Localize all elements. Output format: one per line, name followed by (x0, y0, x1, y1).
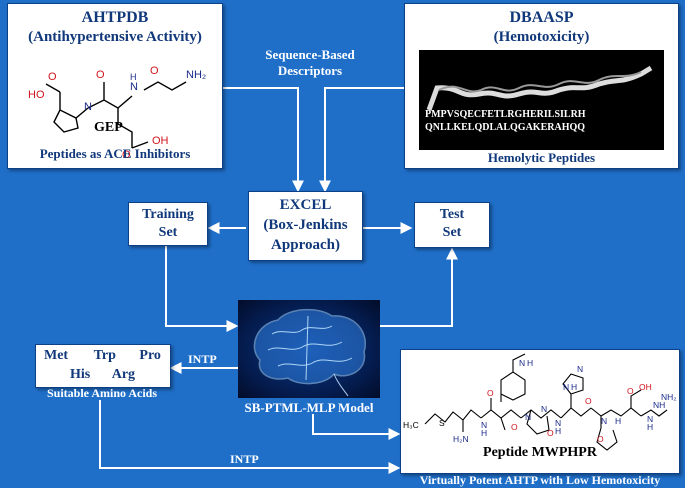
descriptors-line1: Sequence-Based (265, 47, 355, 62)
sequence-line2: QNLLKELQDLALQGAKERAHQQ (425, 122, 586, 133)
arrow-model-peptide (312, 414, 401, 440)
mwphpr-atom-n1: N (481, 420, 487, 430)
mwphpr-structure: S H₃C H₂N O N H N H O N O N H O N O N H … (403, 353, 677, 451)
mwphpr-atom-h3c: H₃C (403, 420, 419, 430)
amino-pro: Pro (139, 348, 161, 363)
amino-arg: Arg (111, 367, 136, 382)
test-set-box: Test Set (414, 202, 490, 248)
peptide-panel: S H₃C H₂N O N H N H O N O N H O N O N H … (400, 349, 680, 474)
mwphpr-atom-n8: N (563, 382, 569, 392)
amino-trp: Trp (93, 348, 116, 363)
ahtpdb-caption: Peptides as ACE Inhibitors (39, 146, 191, 161)
arrow-amino-peptide (99, 400, 401, 474)
mwphpr-atom-nh: NH (653, 400, 665, 410)
mwphpr-atom-oh: OH (639, 382, 652, 392)
descriptors-label: Sequence-Based Descriptors (250, 47, 370, 79)
gep-atom-o3: O (96, 69, 105, 81)
excel-line3: Approach) (271, 237, 340, 253)
gep-atom-o1: O (48, 71, 57, 83)
arrow-training-brain (165, 246, 239, 332)
mwphpr-atom-h1: H (481, 428, 487, 438)
arrow-dbaasp-excel (319, 87, 404, 193)
peptide-name: Peptide MWPHPR (483, 445, 597, 460)
dbaasp-caption: Hemolytic Peptides (487, 150, 596, 165)
gep-label: GEP (94, 120, 123, 135)
intp-label-bottom: INTP (230, 452, 259, 466)
gep-atom-n2: N (130, 81, 138, 93)
mwphpr-atom-n4: N (555, 418, 561, 428)
model-caption: SB-PTML-MLP Model (244, 400, 374, 415)
gep-atom-ho: HO (28, 89, 45, 101)
mwphpr-atom-nh2: NH₂ (661, 392, 677, 402)
amino-acids-box: Met Trp Pro His Arg (35, 344, 171, 388)
training-line2: Set (158, 225, 178, 240)
mwphpr-atom-n6: N (601, 416, 607, 426)
gep-atom-n: N (84, 101, 92, 113)
mwphpr-atom-o6: O (627, 386, 634, 396)
mwphpr-atom-o2: O (511, 422, 518, 432)
intp-label-top: INTP (188, 352, 217, 366)
ahtpdb-panel: AHTPDB (Antihypertensive Activity) O HO … (7, 3, 223, 169)
mwphpr-atom-o3: O (547, 428, 554, 438)
ahtpdb-title: AHTPDB (81, 9, 149, 26)
mwphpr-atom-s: S (439, 418, 445, 428)
amino-caption: Suitable Amino Acids (46, 386, 158, 400)
mwphpr-atom-h7: H (647, 422, 653, 432)
mwphpr-atom-n5: N (577, 364, 583, 374)
dbaasp-panel: DBAASP (Hemotoxicity) PMPVSQECFETLRGHERI… (404, 3, 679, 169)
mwphpr-atom-h6: H (615, 416, 621, 426)
ahtpdb-subtitle: (Antihypertensive Activity) (28, 29, 202, 45)
gep-atom-oh: OH (152, 135, 169, 147)
gep-atom-o7: O (150, 65, 159, 77)
mwphpr-atom-n2: N (519, 358, 525, 368)
test-line2: Set (442, 225, 462, 240)
helix-image: PMPVSQECFETLRGHERILSILRH QNLLKELQDLALQGA… (419, 50, 664, 150)
amino-his: His (70, 367, 91, 382)
brain-icon (253, 308, 366, 397)
mwphpr-atom-h2n: H₂N (453, 434, 469, 444)
training-set-box: Training Set (128, 202, 208, 246)
mwphpr-atom-n3: N (525, 412, 531, 422)
test-line1: Test (439, 207, 465, 222)
gep-atom-o9: O (122, 149, 131, 161)
mwphpr-atom-o1: O (487, 388, 494, 398)
gep-atom-nh2: NH₂ (186, 69, 206, 81)
arrow-brain-test (380, 247, 458, 327)
gep-structure: O HO O O O OH N N H NH₂ (28, 65, 206, 161)
excel-box: EXCEL (Box-Jenkins Approach) (248, 191, 363, 261)
mwphpr-atom-n7: N (647, 414, 653, 424)
brain-image (238, 300, 380, 398)
descriptors-line2: Descriptors (277, 63, 343, 78)
dbaasp-subtitle: (Hemotoxicity) (493, 29, 590, 45)
peptide-caption: Virtually Potent AHTP with Low Hemotoxic… (419, 473, 661, 487)
arrow-ahtpdb-excel (222, 87, 304, 193)
training-line1: Training (142, 207, 194, 222)
mwphpr-atom-o5: O (597, 434, 604, 444)
helix-graphic (426, 65, 653, 111)
dbaasp-title: DBAASP (509, 9, 574, 26)
amino-met: Met (44, 348, 69, 363)
mwphpr-atom-h2: H (527, 358, 533, 368)
mwphpr-atom-o4: O (585, 396, 592, 406)
mwphpr-atom-h4: H (555, 426, 561, 436)
excel-line1: EXCEL (279, 197, 332, 213)
gep-atom-h: H (130, 72, 137, 82)
peptide-sequence: PMPVSQECFETLRGHERILSILRH QNLLKELQDLALQGA… (425, 108, 586, 134)
excel-line2: (Box-Jenkins (263, 217, 348, 233)
mwphpr-atom-n9: N (541, 404, 547, 414)
mwphpr-atom-h8: H (571, 382, 577, 392)
sequence-line1: PMPVSQECFETLRGHERILSILRH (425, 109, 586, 120)
